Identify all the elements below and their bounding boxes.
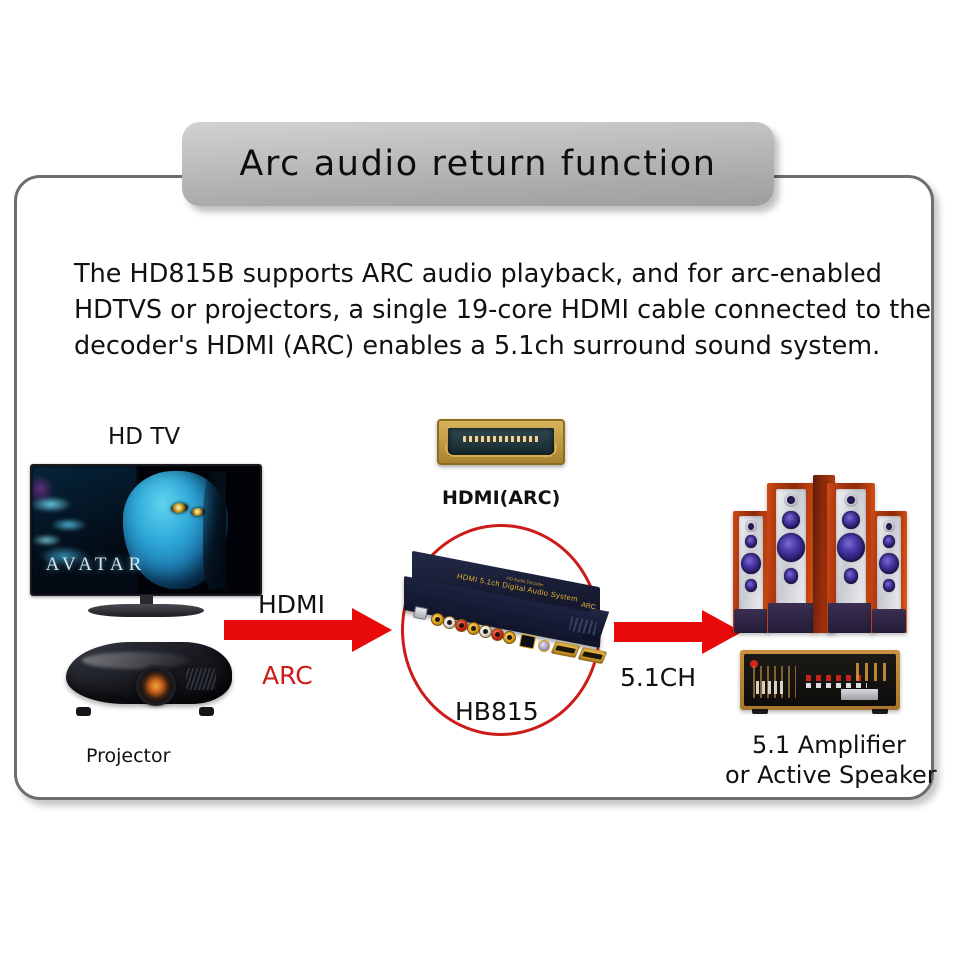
arrow-shaft xyxy=(224,620,354,640)
device-port-coax xyxy=(538,640,550,652)
amplifier-foot-left xyxy=(752,709,768,714)
hdmi-pins xyxy=(462,436,540,442)
speaker-driver-low xyxy=(783,568,799,584)
title-banner: Arc audio return function xyxy=(182,122,774,206)
amplifier-label-line1: 5.1 Amplifier xyxy=(752,731,906,759)
amplifier-label-line2: or Active Speaker xyxy=(725,761,937,789)
projector-image xyxy=(58,636,240,722)
speaker-base xyxy=(767,603,815,633)
speaker-baffle xyxy=(775,489,807,609)
amplifier-right-markings xyxy=(856,663,890,682)
speaker-driver-low xyxy=(883,579,895,592)
arrow-head xyxy=(352,608,392,652)
speaker-tweeter xyxy=(843,492,859,507)
projector-foot-right xyxy=(199,707,214,716)
speaker-tweeter xyxy=(783,492,799,507)
amplifier-label-plate xyxy=(841,689,878,700)
amplifier-power-jack xyxy=(750,660,759,669)
description-line-3: decoder's HDMI (ARC) enables a 5.1ch sur… xyxy=(74,331,881,361)
speaker-driver-mid xyxy=(842,510,860,529)
speaker-driver-woofer xyxy=(741,552,761,575)
speaker-baffle xyxy=(739,515,763,614)
hdtv-label: HD TV xyxy=(108,424,181,450)
speaker-inner-right xyxy=(827,483,875,633)
hdtv-image: AVATAR xyxy=(30,464,262,617)
speaker-driver-low xyxy=(745,579,757,592)
page-title: Arc audio return function xyxy=(239,144,717,184)
speaker-base xyxy=(827,603,875,633)
amplifier-foot-right xyxy=(872,709,888,714)
speaker-tweeter xyxy=(883,519,895,533)
speaker-baffle xyxy=(835,489,867,609)
device-port-usb xyxy=(412,605,429,621)
speaker-driver-woofer xyxy=(879,552,899,575)
amplifier-chassis xyxy=(740,650,900,710)
arrow-shaft xyxy=(614,622,704,642)
hdmi-cavity xyxy=(448,428,554,456)
hdmi-lip xyxy=(445,443,557,457)
device-rca-1 xyxy=(431,613,444,626)
hdmi-connector-icon xyxy=(437,419,565,465)
projector-label: Projector xyxy=(86,745,171,767)
amplifier-binding-posts xyxy=(806,674,868,689)
device-rca-6 xyxy=(491,628,504,641)
device-rca-2 xyxy=(443,616,456,629)
speaker-driver-mid xyxy=(883,535,895,549)
channel-flow-label: 5.1CH xyxy=(620,663,697,692)
tv-scene-eye-left xyxy=(170,502,189,514)
speaker-driver-woofer xyxy=(837,533,865,563)
arc-flow-label: ARC xyxy=(262,661,313,690)
projector-vent xyxy=(186,668,216,690)
device-port-hdmi-2 xyxy=(577,646,608,665)
speaker-base xyxy=(733,608,769,633)
amplifier-input-jacks xyxy=(756,681,784,694)
device-rca-3 xyxy=(455,619,468,632)
speaker-array-image xyxy=(733,473,907,633)
tv-screen: AVATAR xyxy=(32,466,260,594)
speaker-tweeter xyxy=(745,519,757,533)
tv-bezel: AVATAR xyxy=(30,464,262,596)
speaker-outer-right xyxy=(871,511,907,633)
hdmi-arc-label: HDMI(ARC) xyxy=(442,487,561,509)
projector-foot-left xyxy=(76,707,91,716)
hdmi-flow-label: HDMI xyxy=(258,590,325,619)
tv-stand-base xyxy=(88,604,204,617)
projector-lens xyxy=(136,666,176,706)
device-label: HB815 xyxy=(455,697,539,726)
tv-scene-face xyxy=(123,471,229,589)
arrow-tv-to-device xyxy=(224,608,392,652)
speaker-driver-mid xyxy=(745,535,757,549)
hdmi-shell xyxy=(437,419,565,465)
tv-scene-movie-title: AVATAR xyxy=(45,554,147,576)
speaker-inner-left xyxy=(767,483,815,633)
speaker-driver-mid xyxy=(782,510,800,529)
description-paragraph: The HD815B supports ARC audio playback, … xyxy=(74,256,932,364)
tv-scene-background xyxy=(32,466,137,594)
device-port-optical xyxy=(518,633,537,650)
projector-highlight xyxy=(82,652,190,669)
speaker-outer-left xyxy=(733,511,769,633)
speaker-baffle xyxy=(877,515,901,614)
speaker-driver-low xyxy=(843,568,859,584)
device-rca-5 xyxy=(479,625,492,638)
arrow-device-to-amp xyxy=(614,610,742,654)
description-line-1: The HD815B supports ARC audio playback, … xyxy=(74,259,882,289)
decoder-device-image: HDMI 5.1ch Digital Audio System HD Audio… xyxy=(398,550,612,675)
speaker-driver-woofer xyxy=(777,533,805,563)
device-rca-7 xyxy=(503,631,516,644)
amplifier-image xyxy=(740,650,900,714)
speaker-base xyxy=(871,608,907,633)
tv-scene-hair xyxy=(202,471,226,589)
amplifier-rear-panel xyxy=(744,654,896,706)
device-rca-4 xyxy=(467,622,480,635)
description-line-2: HDTVS or projectors, a single 19-core HD… xyxy=(74,295,932,325)
